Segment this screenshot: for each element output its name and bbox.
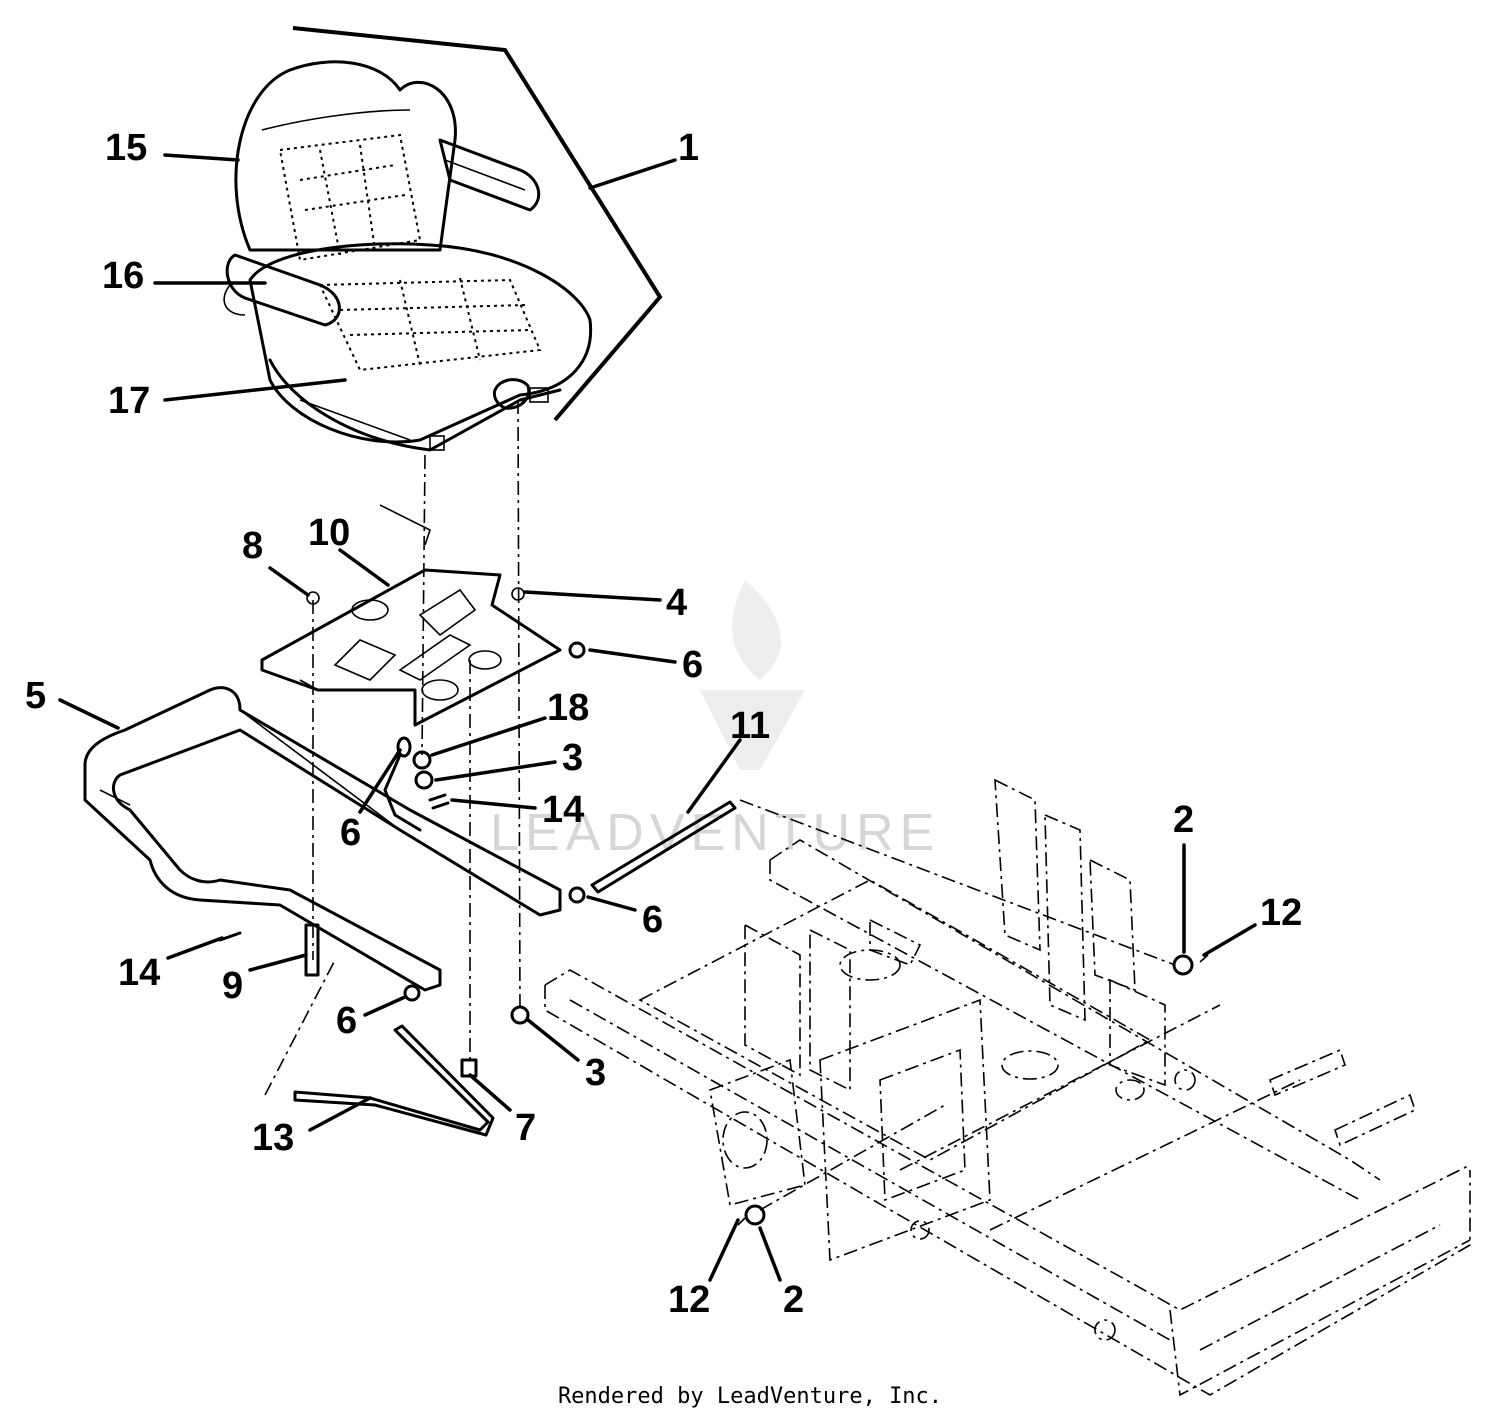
callout-6-lower: 6: [336, 1000, 357, 1042]
seat-pan-plate: [260, 504, 562, 727]
seat-rail-frame: [83, 686, 562, 992]
leader-lines: [58, 153, 1257, 1282]
callout-14-upper: 14: [542, 789, 584, 831]
callout-13: 13: [252, 1117, 294, 1159]
callout-3-lower: 3: [585, 1052, 606, 1094]
callout-9: 9: [222, 965, 243, 1007]
callout-1: 1: [678, 127, 699, 169]
callout-10: 10: [308, 512, 350, 554]
callout-5: 5: [25, 675, 46, 717]
main-frame: [544, 778, 1471, 1397]
spring-rod: [293, 1024, 495, 1137]
callout-4: 4: [666, 582, 687, 624]
callout-labels: 1 15 16 17 8 10 4 6 5 18 11 3 14 6 6 14 …: [25, 127, 1302, 1321]
footer-credit: Rendered by LeadVenture, Inc.: [557, 1384, 943, 1409]
callout-12-upper: 12: [1260, 892, 1302, 934]
callout-6-left: 6: [340, 812, 361, 854]
watermark-logo-icon: [700, 580, 805, 770]
callout-17: 17: [108, 380, 150, 422]
callout-3-upper: 3: [562, 737, 583, 779]
callout-2-lower: 2: [783, 1279, 804, 1321]
callout-6-top: 6: [682, 644, 703, 686]
callout-11: 11: [730, 705, 770, 747]
callout-18: 18: [547, 687, 589, 729]
callout-7: 7: [515, 1107, 536, 1149]
callout-12-lower: 12: [668, 1279, 710, 1321]
callout-6-right: 6: [642, 899, 663, 941]
callout-2-upper: 2: [1173, 799, 1194, 841]
seat-assembly: [223, 60, 593, 452]
callout-8: 8: [242, 525, 263, 567]
assembly-bracket: [292, 26, 663, 422]
hardware-group: [218, 641, 1209, 1226]
callout-15: 15: [105, 127, 147, 169]
callout-14-lower: 14: [118, 952, 160, 994]
pivot-rod: [590, 800, 737, 894]
callout-16: 16: [102, 255, 144, 297]
